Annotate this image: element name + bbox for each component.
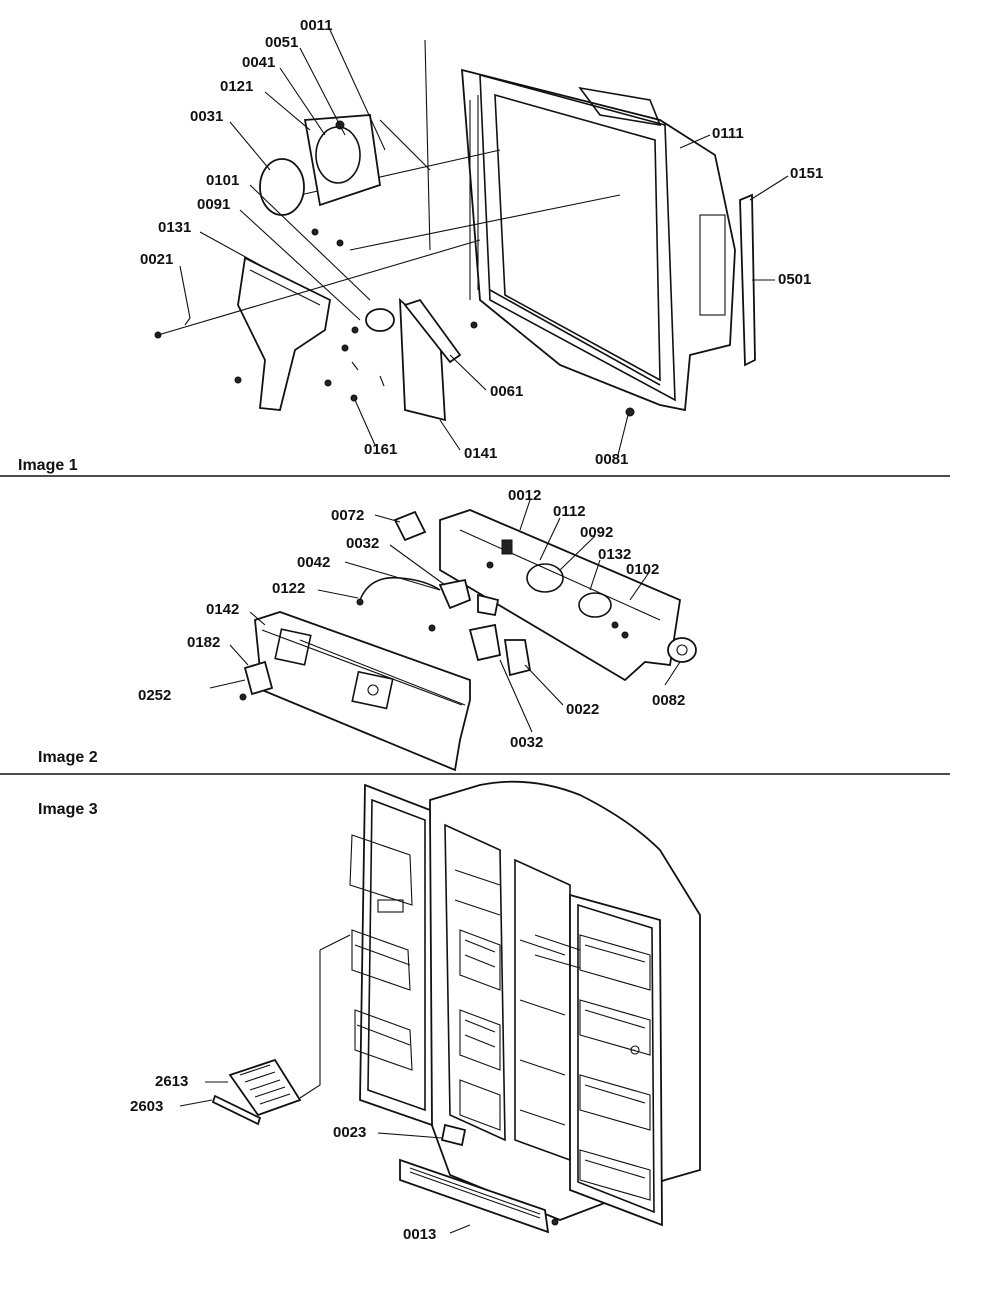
grille-0013 <box>399 1158 559 1234</box>
image-1-drawing <box>154 29 789 456</box>
part-label: 0101 <box>206 172 239 189</box>
part-label: 0142 <box>206 601 239 618</box>
part-label: 0091 <box>197 196 230 213</box>
section-label-image-3: Image 3 <box>38 801 98 818</box>
part-label: 0141 <box>464 445 497 462</box>
panel-0142 <box>254 611 471 772</box>
trim-strip-0151 <box>739 193 756 367</box>
part-label: 0072 <box>331 507 364 524</box>
part-label: 0061 <box>490 383 523 400</box>
part-label: 0111 <box>712 125 744 142</box>
part-label: 0102 <box>626 561 659 578</box>
chute-0131 <box>237 256 331 411</box>
motor-cover-0031 <box>259 158 305 216</box>
part-label: 0011 <box>300 17 333 34</box>
pin-0072 <box>393 510 427 542</box>
part-label: 0501 <box>778 271 811 288</box>
part-label: 0252 <box>138 687 171 704</box>
actuator-0061 <box>403 298 462 364</box>
part-label: 0182 <box>187 634 220 651</box>
knob-0082 <box>667 637 697 663</box>
part-label: 0013 <box>403 1226 436 1243</box>
part-label: 0031 <box>190 108 223 125</box>
part-label: 0023 <box>333 1124 366 1141</box>
part-label: 0021 <box>140 251 173 268</box>
fresh-food-door <box>534 893 663 1227</box>
screw <box>470 321 478 329</box>
part-label: 0042 <box>297 554 330 571</box>
screw <box>625 407 635 417</box>
hinge-0023 <box>440 1123 467 1147</box>
housing-0111 <box>461 68 736 412</box>
drip-tray-2613 <box>211 1058 302 1126</box>
part-label: 0032 <box>346 535 379 552</box>
screw <box>350 394 358 402</box>
screw <box>324 379 332 387</box>
solenoid-0091 <box>341 308 395 352</box>
part-label: 0092 <box>580 524 613 541</box>
part-label: 0122 <box>272 580 305 597</box>
freezer-interior <box>444 823 506 1142</box>
part-label: 0082 <box>652 692 685 709</box>
part-label: 0051 <box>265 34 298 51</box>
image-3-drawing <box>179 780 701 1234</box>
section-label-image-1: Image 1 <box>18 457 78 474</box>
part-label: 0131 <box>158 219 191 236</box>
part-label: 0121 <box>220 78 253 95</box>
part-label: 0161 <box>364 441 397 458</box>
switch-0022 <box>428 623 532 677</box>
freezer-door <box>349 783 433 1127</box>
part-label: 0032 <box>510 734 543 751</box>
image-2-drawing <box>209 499 697 772</box>
screw <box>234 376 242 384</box>
part-label: 0022 <box>566 701 599 718</box>
bracket-0182 <box>243 660 274 696</box>
part-label: 0041 <box>242 54 275 71</box>
part-label: 0132 <box>598 546 631 563</box>
part-label: 0081 <box>595 451 628 468</box>
part-label: 0012 <box>508 487 541 504</box>
screw <box>239 693 247 701</box>
part-label: 2603 <box>130 1098 163 1115</box>
motor-assembly-0041 <box>303 114 381 247</box>
part-label: 0112 <box>553 503 586 520</box>
section-label-image-2: Image 2 <box>38 749 98 766</box>
part-label: 2613 <box>155 1073 188 1090</box>
backplate-0012 <box>439 509 681 682</box>
part-label: 0151 <box>790 165 823 182</box>
